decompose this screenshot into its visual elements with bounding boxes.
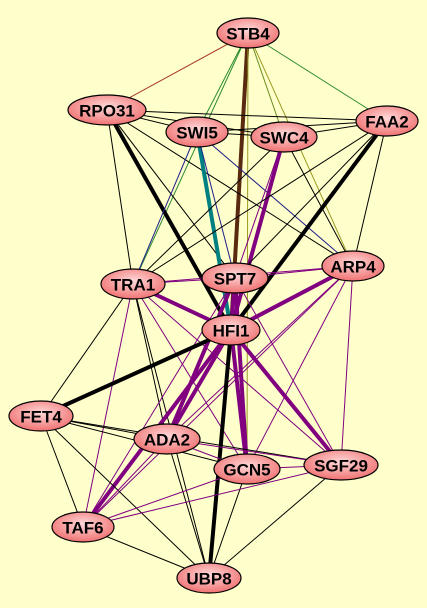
edge-tra1-taf6 bbox=[82, 283, 134, 528]
node-shape bbox=[303, 449, 379, 481]
edge-sgf29-taf6 bbox=[82, 464, 342, 528]
edge-hfi1-gcn5 bbox=[229, 329, 249, 470]
edge-arp4-sgf29 bbox=[340, 265, 354, 466]
node-label: UBP8 bbox=[186, 570, 231, 589]
node-label: SWC4 bbox=[259, 129, 309, 148]
node-shape bbox=[213, 453, 281, 485]
node-label: SWI5 bbox=[176, 124, 218, 143]
edge-swc4-hfi1 bbox=[229, 136, 286, 331]
edge-rpo31-faa2 bbox=[106, 109, 388, 122]
node-label: SGF29 bbox=[314, 457, 368, 476]
edge-stb4-faa2 bbox=[247, 32, 388, 122]
node-shape bbox=[133, 423, 201, 455]
edge-spt7-sgf29 bbox=[234, 277, 342, 466]
edge-stb4-swc4 bbox=[247, 32, 285, 138]
node-tra1[interactable]: TRA1 bbox=[100, 268, 166, 300]
node-spt7[interactable]: SPT7 bbox=[201, 262, 269, 294]
edge-ada2-ubp8 bbox=[166, 438, 210, 579]
edge-hfi1-sgf29 bbox=[229, 328, 343, 467]
node-fet4[interactable]: FET4 bbox=[8, 400, 74, 432]
node-label: TAF6 bbox=[62, 519, 103, 538]
edge-faa2-spt7 bbox=[234, 120, 388, 279]
edge-arp4-gcn5 bbox=[246, 265, 354, 470]
edge-fet4-ubp8 bbox=[40, 415, 210, 579]
node-label: HFI1 bbox=[213, 322, 250, 341]
edge-arp4-ada2 bbox=[166, 265, 354, 440]
edge-swc4-spt7 bbox=[234, 136, 285, 279]
edge-gcn5-ubp8 bbox=[208, 468, 248, 579]
node-label: FAA2 bbox=[365, 113, 408, 132]
node-shape bbox=[100, 268, 166, 300]
node-label: STB4 bbox=[226, 25, 270, 44]
node-swi5[interactable]: SWI5 bbox=[165, 116, 229, 148]
node-label: TRA1 bbox=[111, 276, 155, 295]
edge-swc4-tra1 bbox=[132, 136, 285, 285]
node-shape bbox=[201, 314, 261, 346]
node-hfi1[interactable]: HFI1 bbox=[201, 314, 261, 346]
node-shape bbox=[51, 511, 115, 543]
node-label: SPT7 bbox=[214, 270, 257, 289]
node-label: FET4 bbox=[20, 408, 62, 427]
edge-stb4-gcn5 bbox=[246, 32, 249, 470]
node-shape bbox=[321, 250, 385, 282]
node-gcn5[interactable]: GCN5 bbox=[213, 453, 281, 485]
edge-hfi1-ubp8 bbox=[207, 329, 233, 579]
node-shape bbox=[355, 105, 419, 137]
node-label: ARP4 bbox=[330, 258, 376, 277]
node-sgf29[interactable]: SGF29 bbox=[303, 449, 379, 481]
edge-hfi1-fet4 bbox=[40, 328, 232, 418]
node-ada2[interactable]: ADA2 bbox=[133, 423, 201, 455]
node-label: RPO31 bbox=[79, 102, 135, 121]
node-rpo31[interactable]: RPO31 bbox=[67, 94, 147, 126]
edge-rpo31-tra1 bbox=[106, 109, 134, 285]
node-shape bbox=[8, 400, 74, 432]
edge-tra1-gcn5 bbox=[132, 283, 248, 470]
edge-arp4-taf6 bbox=[82, 265, 354, 528]
edge-fet4-taf6 bbox=[40, 415, 84, 528]
node-shape bbox=[216, 17, 280, 49]
edge-rpo31-arp4 bbox=[106, 109, 354, 267]
node-label: GCN5 bbox=[223, 461, 270, 480]
edge-gcn5-taf6 bbox=[82, 468, 248, 528]
node-shape bbox=[176, 562, 242, 594]
node-shape bbox=[67, 94, 147, 126]
edge-hfi1-ada2 bbox=[165, 328, 233, 441]
node-shape bbox=[165, 116, 229, 148]
node-label: ADA2 bbox=[144, 431, 190, 450]
edge-ada2-taf6 bbox=[82, 438, 168, 528]
edge-faa2-hfi1 bbox=[229, 119, 389, 332]
edge-swi5-spt7 bbox=[196, 131, 236, 279]
edge-spt7-ada2 bbox=[165, 277, 237, 440]
edge-rpo31-hfi1 bbox=[105, 109, 233, 331]
edge-stb4-swi5 bbox=[196, 32, 249, 133]
edge-tra1-ada2 bbox=[132, 283, 168, 440]
node-taf6[interactable]: TAF6 bbox=[51, 511, 115, 543]
edge-sgf29-ubp8 bbox=[208, 464, 342, 579]
edge-swi5-tra1 bbox=[132, 131, 198, 285]
edge-faa2-arp4 bbox=[352, 120, 388, 267]
edge-swi5-arp4 bbox=[196, 131, 354, 267]
node-ubp8[interactable]: UBP8 bbox=[176, 562, 242, 594]
edge-faa2-tra1 bbox=[132, 120, 388, 285]
node-faa2[interactable]: FAA2 bbox=[355, 105, 419, 137]
node-swc4[interactable]: SWC4 bbox=[250, 121, 318, 153]
node-shape bbox=[250, 121, 318, 153]
node-shape bbox=[201, 262, 269, 294]
edge-stb4-tra1 bbox=[132, 32, 249, 285]
edge-swc4-arp4 bbox=[283, 136, 354, 267]
node-arp4[interactable]: ARP4 bbox=[321, 250, 385, 282]
edge-tra1-fet4 bbox=[40, 283, 134, 417]
edge-stb4-rpo31 bbox=[106, 32, 249, 111]
node-stb4[interactable]: STB4 bbox=[216, 17, 280, 49]
